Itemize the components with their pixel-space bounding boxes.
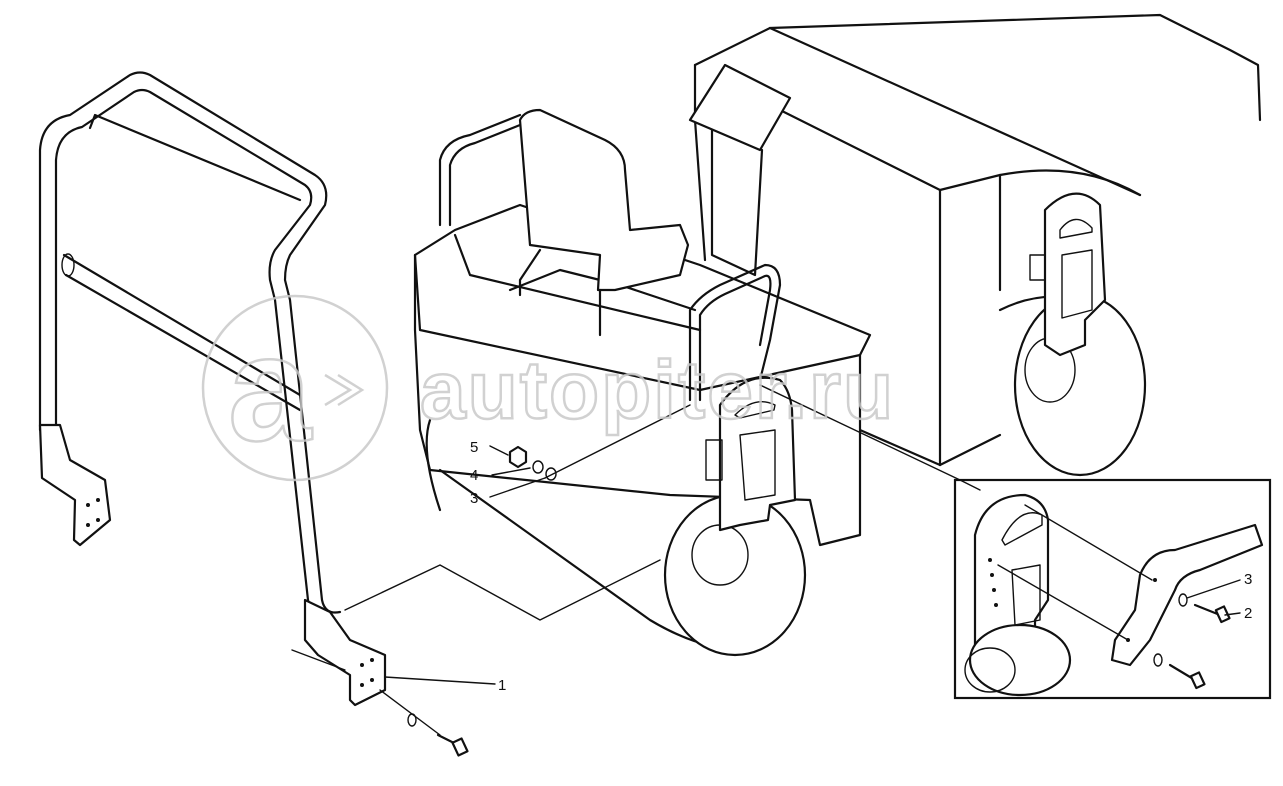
watermark-logo: a	[228, 304, 313, 472]
leader-3	[489, 477, 546, 498]
callout-2: 2	[1244, 605, 1252, 622]
callout-5: 5	[470, 439, 478, 456]
callout-4: 4	[470, 467, 478, 484]
watermark-text: autopiter.ru	[420, 345, 895, 436]
callout-3: 3	[470, 490, 478, 507]
leader-1	[384, 676, 496, 685]
detail-inset	[953, 478, 1272, 700]
rops-frame	[38, 71, 469, 757]
connection-line-frame	[344, 559, 661, 621]
watermark: a autopiter.ru	[201, 294, 895, 482]
leader-5	[489, 445, 509, 456]
callout-3-detail: 3	[1244, 571, 1252, 588]
roller-machine	[413, 13, 1262, 657]
connection-line-detail	[959, 479, 981, 491]
leader-4	[491, 467, 531, 476]
callout-1: 1	[498, 677, 506, 694]
